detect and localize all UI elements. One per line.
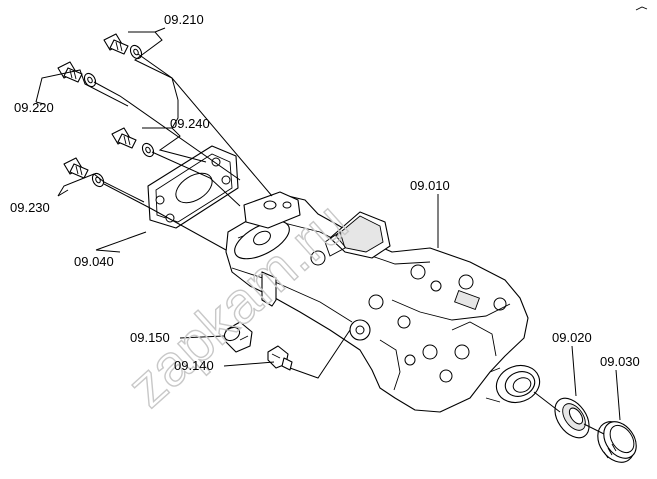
label-09010: 09.010 [410,178,450,193]
label-09240: 09.240 [170,116,210,131]
bolt-09230 [63,157,105,188]
label-09150: 09.150 [130,330,170,345]
ring-09030 [597,421,637,463]
label-09230: 09.230 [10,200,50,215]
bolt-09210 [103,33,143,60]
label-09140: 09.140 [174,358,214,373]
leader-lines [35,27,621,435]
plug-09140 [267,345,293,371]
label-09020: 09.020 [552,330,592,345]
label-09040: 09.040 [74,254,114,269]
label-09210: 09.210 [164,12,204,27]
axle-housing [225,191,541,413]
bolt-09220 [57,61,97,88]
corner-mark-icon [635,6,648,11]
gasket-plate [147,145,239,229]
label-09220: 09.220 [14,100,54,115]
seal-09020 [554,397,590,439]
plug-09150 [223,321,253,353]
bolt-09240 [111,127,155,158]
label-09030: 09.030 [600,354,640,369]
